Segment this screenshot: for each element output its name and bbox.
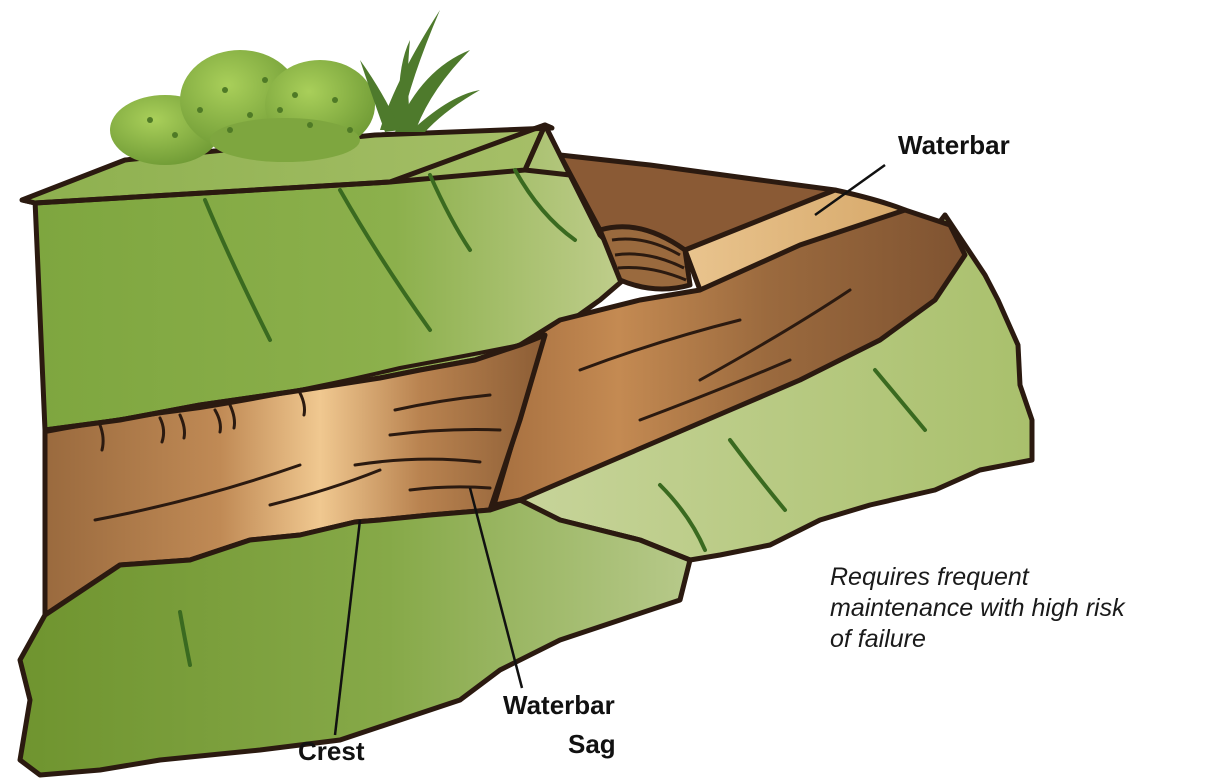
note-line-3: of failure xyxy=(830,624,1190,655)
grass-tuft xyxy=(360,10,480,132)
label-waterbar: Waterbar xyxy=(898,130,1010,160)
maintenance-note: Requires frequent maintenance with high … xyxy=(830,562,1190,655)
label-crest: Crest xyxy=(298,736,365,766)
note-line-1: Requires frequent xyxy=(830,562,1190,593)
note-line-2: maintenance with high risk xyxy=(830,593,1190,624)
shrub-cluster xyxy=(110,50,375,165)
label-waterbar-sag-line2: Sag xyxy=(568,729,616,759)
label-waterbar-sag-line1: Waterbar xyxy=(503,690,615,720)
